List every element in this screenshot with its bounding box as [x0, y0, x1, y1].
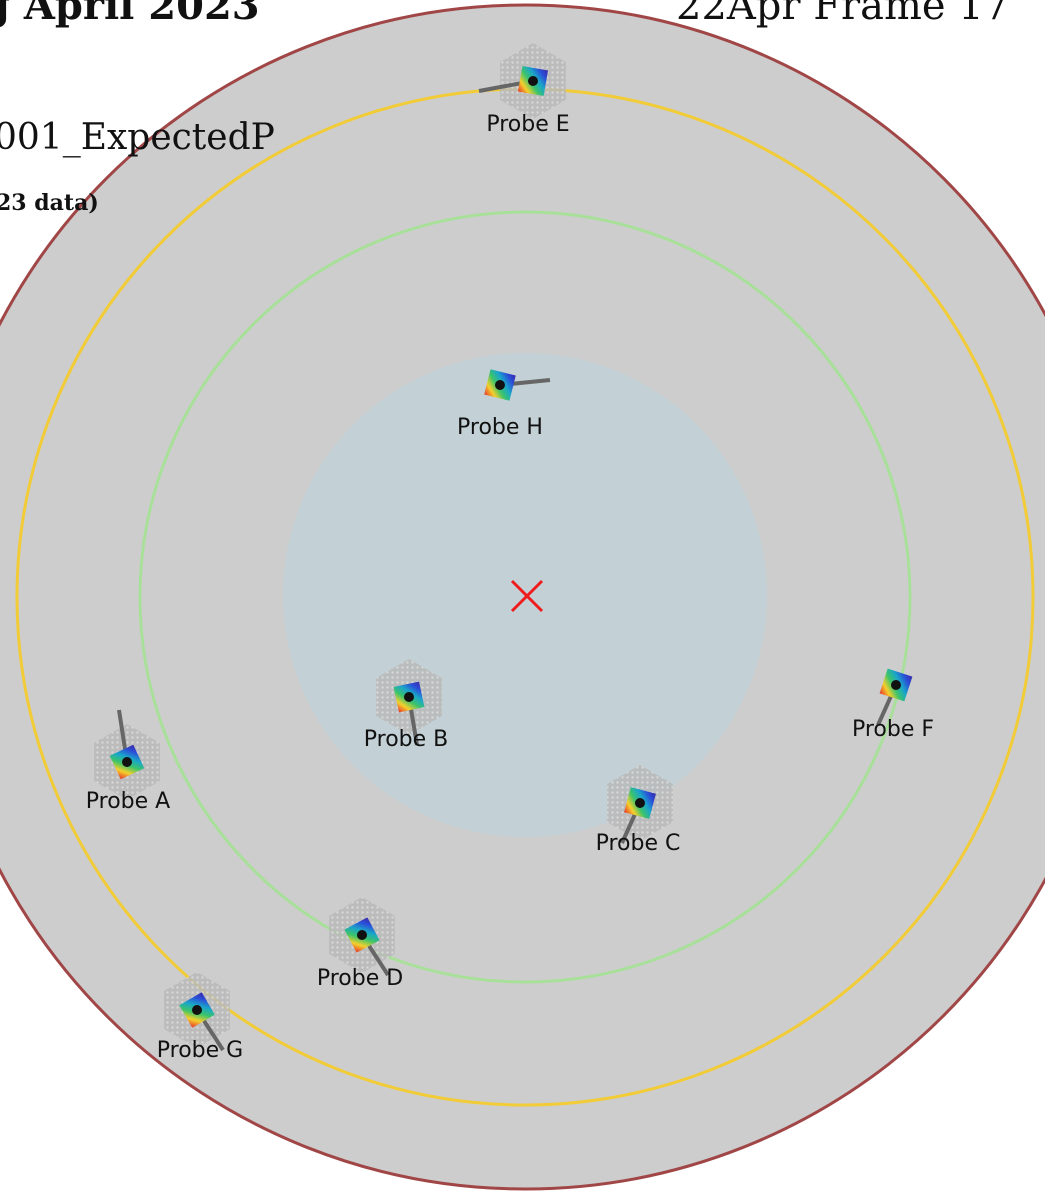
subtitle-data-note: 23 data) [0, 190, 99, 216]
probe-center-dot [122, 757, 132, 767]
probe-center-dot [528, 76, 538, 86]
x-mark-icon [510, 579, 544, 613]
probe-h: Probe H [457, 369, 551, 440]
probe-c: Probe C [596, 765, 681, 856]
probe-label: Probe E [486, 112, 569, 137]
probe-e: Probe E [478, 43, 570, 137]
probe-label: Probe D [317, 966, 403, 991]
probe-center-dot [495, 380, 505, 390]
page-title: g April 2023 [0, 0, 260, 29]
probes-layer: Probe A Probe B Probe C Probe D Probe E Probe… [86, 43, 934, 1063]
probe-a: Probe A [86, 709, 170, 814]
probe-label: Probe A [86, 789, 170, 814]
probe-g: Probe G [157, 972, 243, 1063]
probe-center-dot [192, 1005, 202, 1015]
probe-center-dot [357, 930, 367, 940]
probe-f: Probe F [852, 668, 934, 742]
green-limit-circle [138, 210, 912, 984]
probe-b: Probe B [364, 659, 449, 752]
probe-label: Probe B [364, 727, 449, 752]
probe-center-dot [404, 692, 414, 702]
probe-label: Probe F [852, 717, 934, 742]
probe-label: Probe H [457, 415, 543, 440]
subtitle-config-name: 001_ExpectedP [0, 117, 275, 158]
probe-center-dot [635, 798, 645, 808]
frame-label: 22Apr Frame 17 [676, 0, 1010, 29]
probe-label: Probe C [596, 831, 681, 856]
probe-d: Probe D [317, 897, 403, 991]
probe-center-dot [891, 680, 901, 690]
probe-label: Probe G [157, 1038, 243, 1063]
